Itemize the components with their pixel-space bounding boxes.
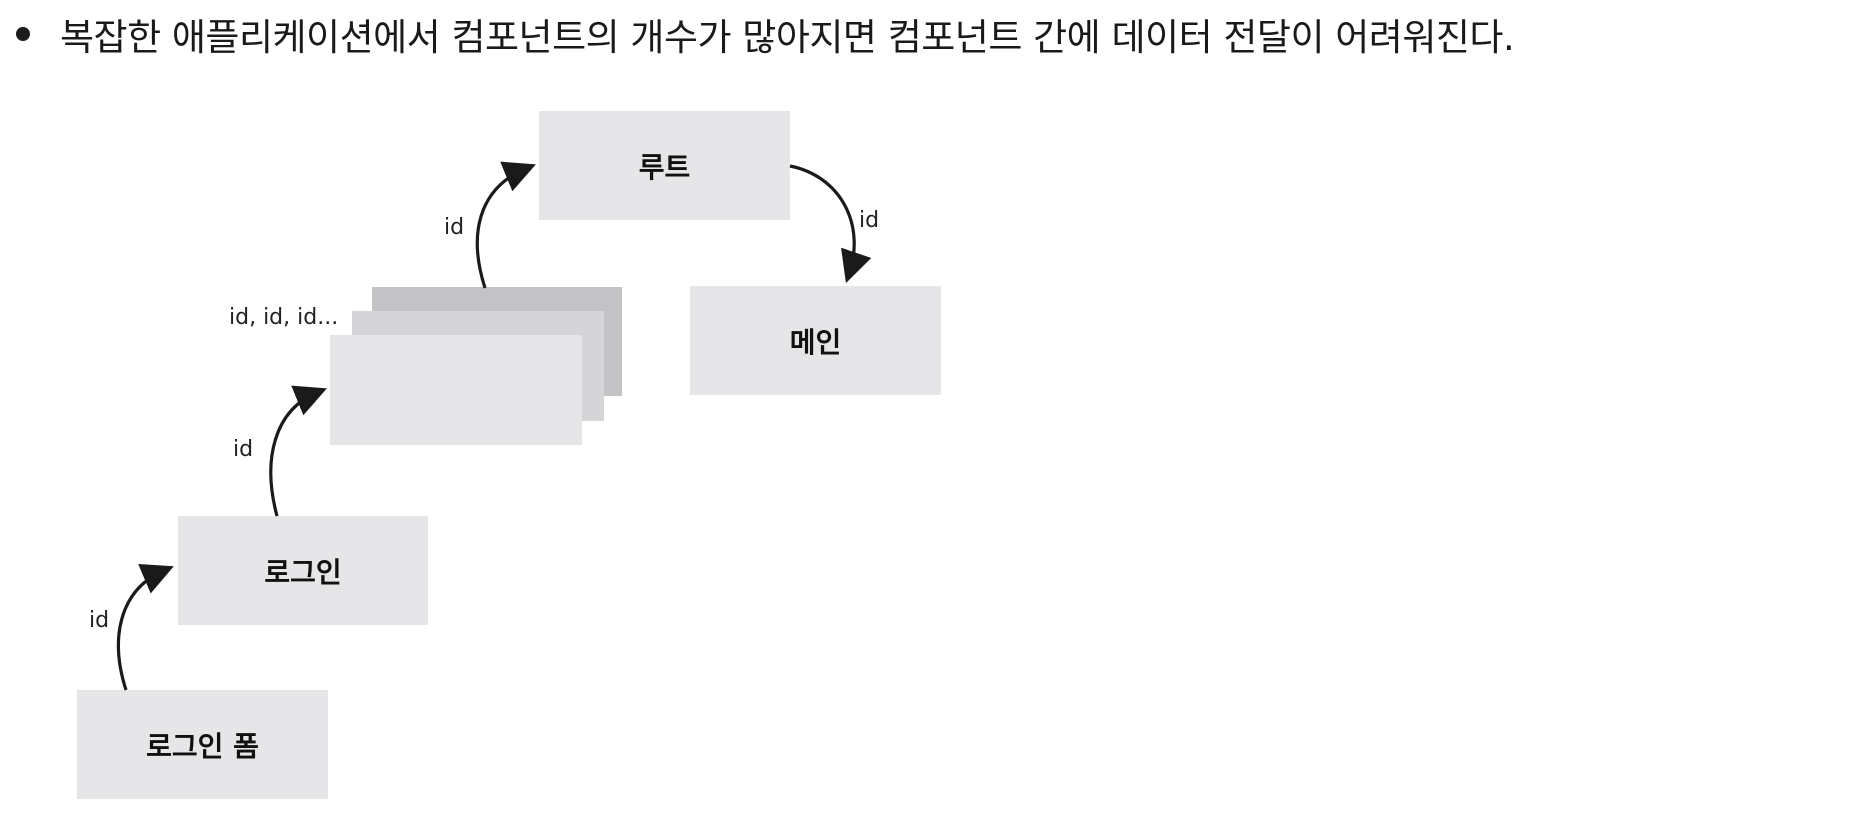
node-root: 루트 — [539, 111, 790, 220]
node-main-label: 메인 — [789, 325, 842, 359]
arrow-root-to-main — [789, 164, 872, 284]
edge-label-form-to-login: id — [89, 608, 110, 633]
node-login-label: 로그인 — [264, 555, 342, 589]
node-login-form: 로그인 폼 — [77, 690, 328, 799]
stack-box-front — [330, 335, 582, 445]
node-login: 로그인 — [178, 516, 428, 625]
arrow-login-to-stack — [269, 385, 327, 517]
edge-label-login-to-stack: id — [233, 437, 254, 462]
node-root-label: 루트 — [638, 150, 691, 184]
arrow-form-to-login — [116, 564, 174, 691]
bullet-dot-icon — [16, 27, 30, 41]
node-main: 메인 — [690, 286, 941, 395]
edge-label-stack: id, id, id... — [229, 305, 339, 330]
node-login-form-label: 로그인 폼 — [146, 729, 259, 763]
bullet-text: 복잡한 애플리케이션에서 컴포넌트의 개수가 많아지면 컴포넌트 간에 데이터 … — [60, 16, 1515, 59]
bullet-line: 복잡한 애플리케이션에서 컴포넌트의 개수가 많아지면 컴포넌트 간에 데이터 … — [16, 6, 1515, 62]
arrow-stack-to-root — [475, 161, 536, 289]
edge-label-stack-to-root: id — [444, 215, 465, 240]
edge-label-root-to-main: id — [859, 208, 880, 233]
